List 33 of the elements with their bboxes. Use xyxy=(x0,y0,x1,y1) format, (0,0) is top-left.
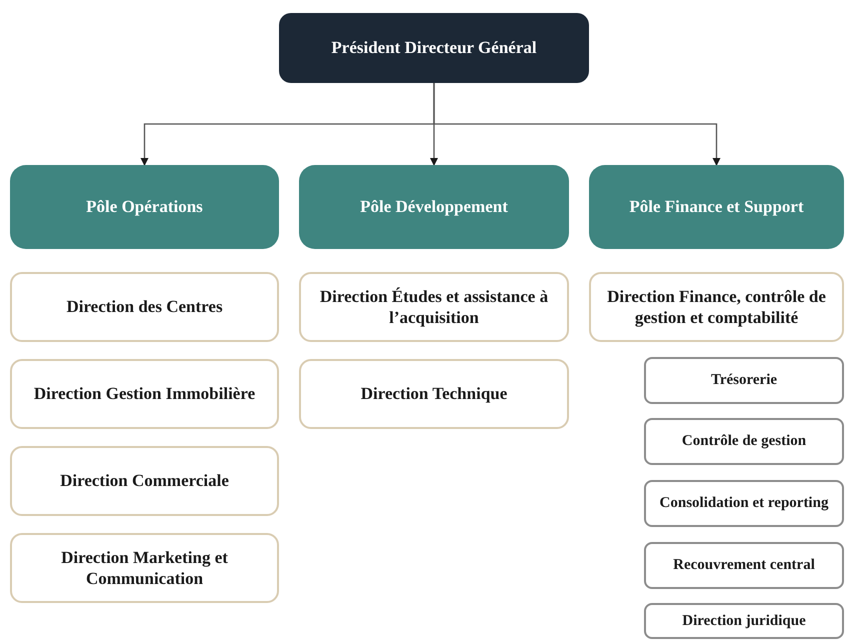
box-label: Direction juridique xyxy=(682,612,806,630)
unit-box xyxy=(644,480,844,527)
box-label: Direction des Centres xyxy=(66,296,223,318)
department-box xyxy=(10,272,279,342)
unit-box xyxy=(644,418,844,465)
division-box xyxy=(299,165,569,249)
box-label: Direction Finance, contrôle de gestion et comptabilité xyxy=(606,286,827,328)
division-box xyxy=(10,165,279,249)
box-label: Consolidation et reporting xyxy=(660,494,828,513)
box-label: Trésorerie xyxy=(710,371,778,390)
department-box xyxy=(589,272,844,342)
box-label: Direction Technique xyxy=(360,383,508,405)
connector-arrow xyxy=(433,83,720,166)
unit-box xyxy=(644,603,844,639)
division-box xyxy=(589,165,844,249)
box-label: Recouvrement central xyxy=(673,556,815,575)
department-box xyxy=(299,272,569,342)
box-label: Direction Marketing et Communication xyxy=(60,546,229,590)
box-label: Direction Commerciale xyxy=(60,470,229,492)
box-label: Contrôle de gestion xyxy=(682,432,806,451)
box-label: Pôle Finance et Support xyxy=(629,196,804,218)
unit-box xyxy=(644,542,844,589)
unit-box xyxy=(644,357,844,404)
department-box xyxy=(10,446,279,516)
box-label: Direction Études et assistance à l’acquisition xyxy=(318,286,550,328)
department-box xyxy=(10,533,279,603)
department-box xyxy=(299,359,569,429)
box-label: Direction Gestion Immobilière xyxy=(34,383,256,405)
box-label: Pôle Opérations xyxy=(86,196,203,218)
box-label: Pôle Développement xyxy=(360,196,508,218)
department-box xyxy=(10,359,279,429)
box-label: Président Directeur Général xyxy=(331,37,537,59)
executive-box xyxy=(279,13,589,83)
